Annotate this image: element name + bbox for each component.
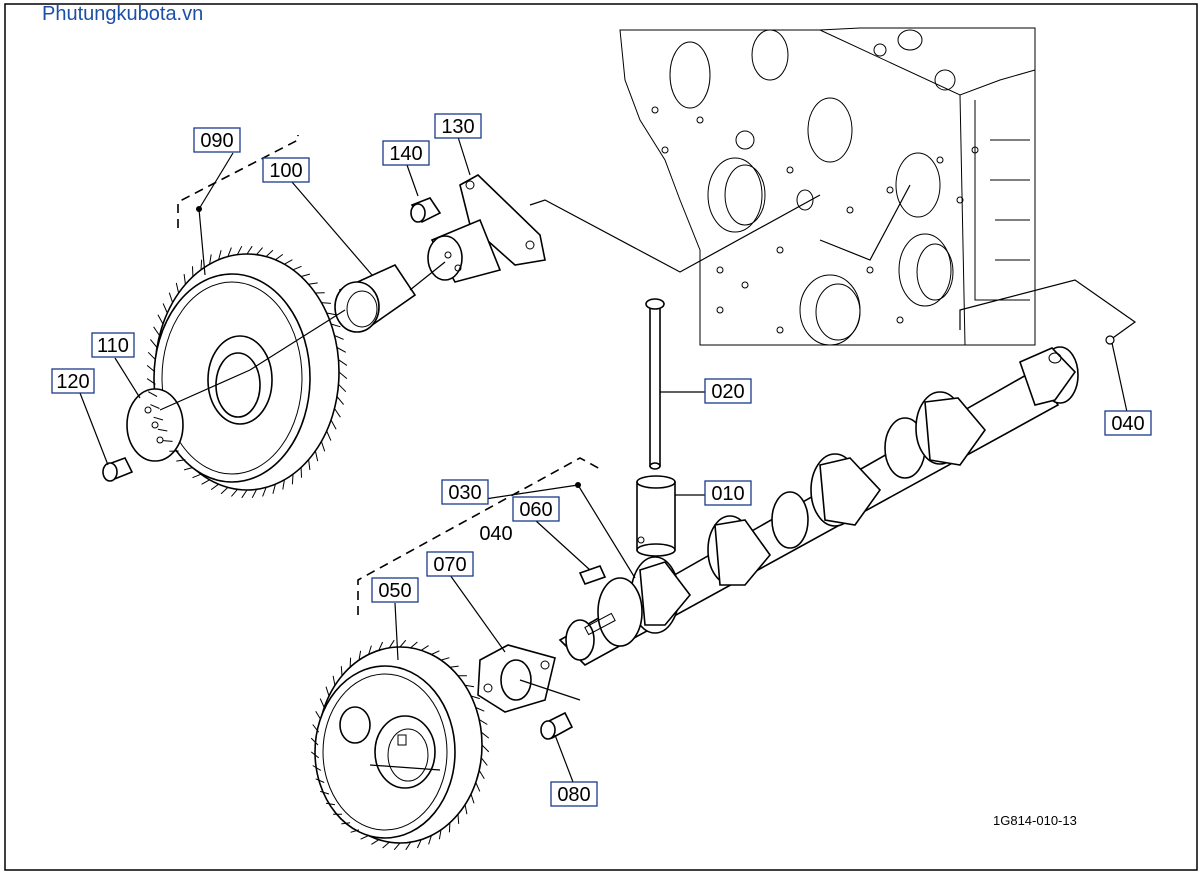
engine-block [619, 27, 1036, 346]
callout-080: 080 [550, 781, 598, 807]
svg-text:020: 020 [711, 381, 744, 403]
callout-090: 090 [193, 127, 241, 153]
callout-040-loose: 040 [479, 523, 512, 545]
diagram-border [4, 3, 1198, 871]
leader-130-block [529, 194, 821, 273]
callout-020: 020 [704, 378, 752, 404]
bushing [334, 263, 417, 333]
callout-040-right: 040 [1104, 410, 1152, 436]
camshaft-lobe-3 [771, 491, 809, 549]
svg-text:060: 060 [519, 499, 552, 521]
svg-text:080: 080 [557, 784, 590, 806]
idle-gear-teeth [146, 245, 348, 499]
svg-text:140: 140 [389, 143, 422, 165]
bolt-140 [410, 197, 442, 224]
svg-text:130: 130 [441, 116, 474, 138]
push-rod [645, 298, 665, 470]
svg-text:040: 040 [1111, 413, 1144, 435]
callout-130: 130 [434, 113, 482, 139]
collar [126, 388, 184, 462]
callout-010: 010 [704, 480, 752, 506]
leader-block-mid [819, 184, 911, 261]
svg-text:010: 010 [711, 483, 744, 505]
idle-gear-shaft [427, 174, 546, 283]
watermark-text: Phutungkubota.vn [42, 3, 204, 25]
leader-040-block [959, 279, 1137, 341]
assembly-bracket-090 [177, 135, 299, 228]
callout-070: 070 [426, 551, 474, 577]
svg-text:100: 100 [269, 160, 302, 182]
callout-050: 050 [371, 577, 419, 603]
svg-text:050: 050 [378, 580, 411, 602]
callout-100: 100 [262, 157, 310, 183]
callout-140: 140 [382, 140, 430, 166]
callout-110: 110 [91, 332, 135, 358]
bolt-120 [102, 457, 134, 482]
svg-text:110: 110 [97, 335, 129, 357]
key [578, 565, 607, 585]
assembly-bracket-030 [357, 457, 603, 615]
camshaft-front-journal [565, 577, 643, 661]
camshaft-lobe-2 [707, 515, 772, 586]
leader-lines [79, 136, 1128, 783]
cam-gear-teeth [310, 639, 490, 851]
callout-030: 030 [441, 479, 489, 505]
svg-text:120: 120 [56, 371, 89, 393]
svg-text:030: 030 [448, 482, 481, 504]
thrust-plate [477, 644, 556, 713]
svg-text:090: 090 [200, 130, 233, 152]
camshaft-lobe-6 [915, 391, 987, 466]
callout-060: 060 [512, 496, 560, 522]
tappet [636, 475, 676, 557]
camshaft-lobe-4 [810, 453, 882, 527]
camshaft-lobe-1 [630, 556, 692, 634]
diagram-code: 1G814-010-13 [993, 813, 1077, 828]
camshaft [558, 346, 1079, 666]
cam-gear [314, 646, 483, 844]
svg-text:070: 070 [433, 554, 466, 576]
bolt-080 [540, 711, 574, 740]
camshaft-end-journal [1019, 346, 1079, 406]
svg-text:040: 040 [479, 523, 512, 545]
callout-120: 120 [51, 368, 95, 394]
